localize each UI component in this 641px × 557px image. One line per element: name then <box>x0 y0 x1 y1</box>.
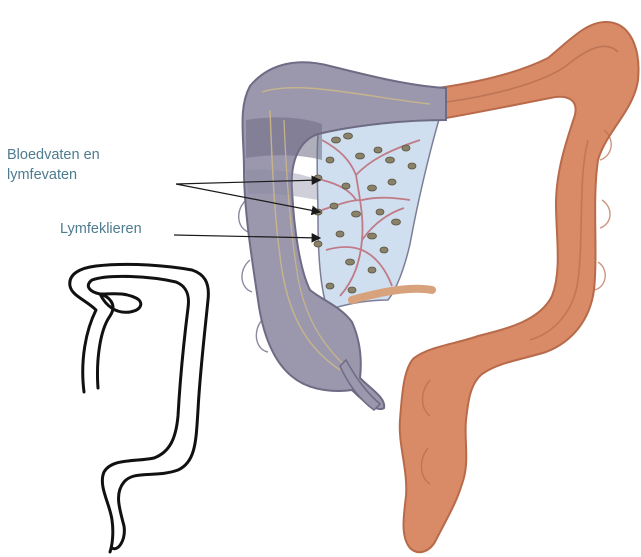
label-lymph-nodes: Lymfeklieren <box>60 220 142 239</box>
outline-colon-sketch <box>70 264 209 552</box>
label-vessels-line1: Bloedvaten en <box>7 146 100 165</box>
arrow-to-lymph-nodes <box>174 235 320 238</box>
label-vessels-line2: lymfevaten <box>7 166 77 185</box>
